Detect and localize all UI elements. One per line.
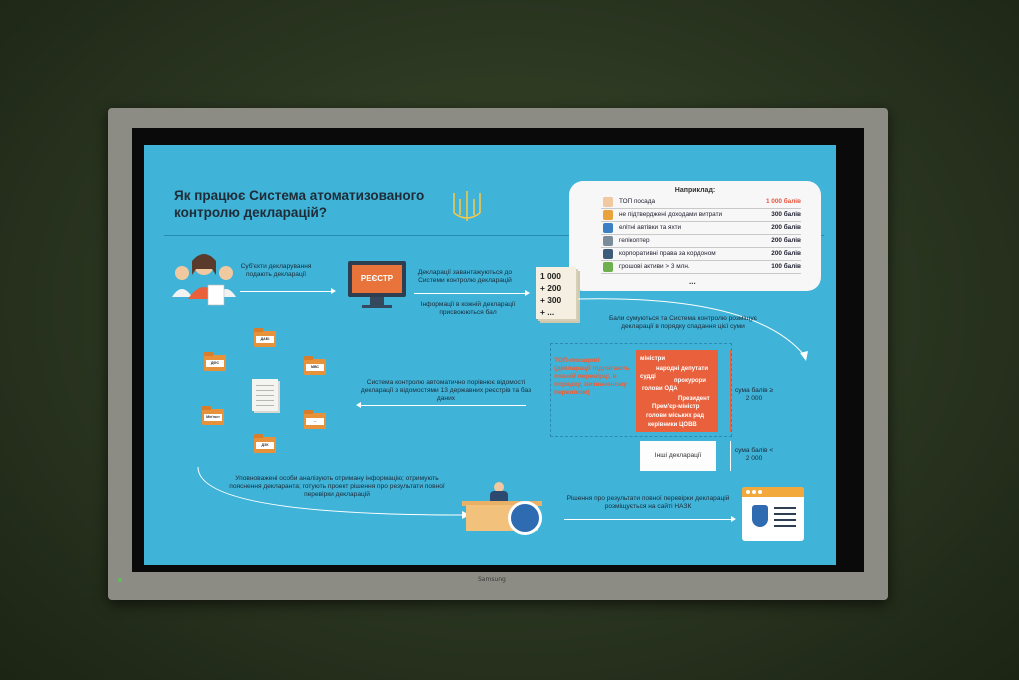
trident-shield-icon [752,505,768,527]
folder-icon: ... [304,410,326,429]
registry-monitor: РЕЄСТР [348,261,406,297]
wallet-icon [603,210,613,220]
curve-arrow-down [577,298,808,361]
presentation-slide: Як працює Система атоматизованого контро… [144,145,836,565]
person-icon [603,197,613,207]
desk-top [462,501,542,506]
folder-icon: ДФС [204,352,226,371]
power-led [118,578,122,582]
step-submit-text: Суб'єкти декларування подають декларації [240,263,312,278]
sum-high-label: сума балів ≥ 2 000 [734,387,774,402]
slide-title-line1: Як працює Система атоматизованого [174,188,425,203]
range-line-low [730,441,731,471]
helicopter-icon [603,236,613,246]
example-row: корпоративні права за кордоном 200 балів [601,249,801,261]
step-compare-text: Система контролю автоматично порівнює ві… [360,379,532,402]
monitor-base [362,305,392,308]
money-icon [603,262,613,272]
top-officials-label: ТОП-посадові (декларації підлягають повн… [554,357,630,396]
folder-icon: ДЗК [254,434,276,453]
arrow-right [240,288,336,294]
step-score-text: Інформації в кожній декларації присвоюют… [420,301,516,316]
monitor-stand [370,297,384,305]
arrow-left [356,402,526,408]
browser-bar [742,487,804,497]
example-row: не підтверджені доходами витрати 300 бал… [601,210,801,222]
example-bubble: Наприклад: ТОП посада 1 000 балів не під… [569,181,821,291]
step-sort-text: Бали сумуються та Система контролю розмі… [608,315,758,330]
top-officials-box: міністри народні депутати судді прокурор… [636,350,718,432]
building-icon [603,249,613,259]
example-row: грошові активи > 3 млн. 100 балів [601,262,801,274]
registry-label: РЕЄСТР [352,265,402,293]
example-row: елітні автівки та яхти 200 балів [601,223,801,235]
step-publish-text: Рішення про результати повної перевірки … [566,495,730,510]
example-row: гелікоптер 200 балів [601,236,801,248]
officer-body [490,491,508,503]
car-icon [603,223,613,233]
folder-icon: Мін'юст [202,406,224,425]
arrow-right [414,290,530,296]
slide-title: Як працює Система атоматизованого контро… [174,187,454,221]
example-ellipsis: ... [689,277,696,286]
priority-group-frame [550,343,732,437]
title-divider [164,235,824,236]
nazk-seal-icon [508,501,542,535]
sum-low-label: сума балів < 2 000 [734,447,774,462]
score-notes: 1 000 + 200 + 300 + ... [536,267,576,319]
arrow-right [564,516,736,522]
declaration-document-icon [252,379,278,411]
other-declarations-box: Інші декларації [640,441,716,471]
nazk-website-icon [742,487,804,541]
declarants-people-icon [172,254,236,306]
step-upload-text: Декларації завантажуються до Системи кон… [417,269,513,284]
slide-title-line2: контролю декларацій? [174,205,328,220]
folder-icon: ДАБІ [254,328,276,347]
officer-icon [494,482,504,492]
trident-icon [453,191,481,221]
tv-brand-logo: Samsung [478,576,506,583]
step-analyze-text: Уповноважені особи аналізують отриману і… [229,475,445,498]
range-line-high [730,350,731,432]
example-row: ТОП посада 1 000 балів [601,197,801,209]
folder-icon: МВС [304,356,326,375]
example-title: Наприклад: [674,187,716,194]
